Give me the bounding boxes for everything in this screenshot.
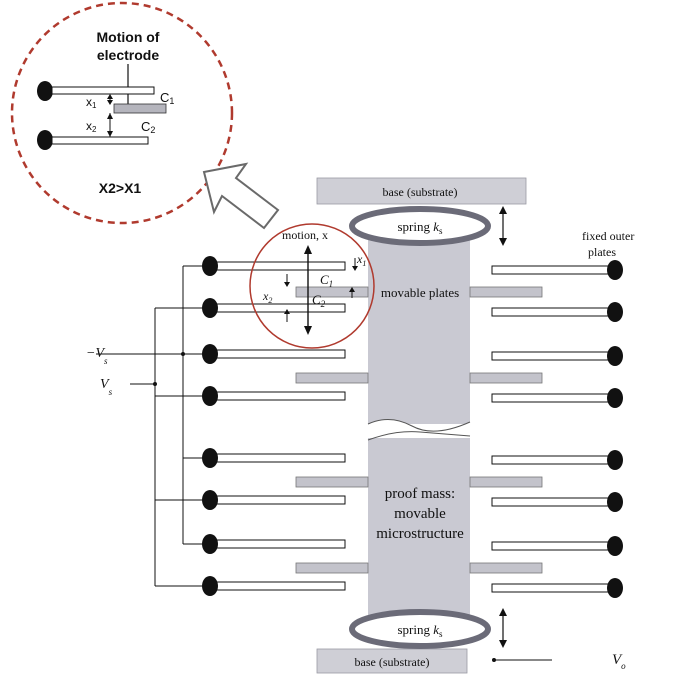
c2-label: C2 (312, 292, 326, 309)
movable-plate-right-1 (469, 286, 543, 298)
inset-top-fixed-plate (51, 86, 155, 95)
proof-mass-label-line3: microstructure (376, 526, 464, 542)
inset-gap2-arrowhead-up (107, 113, 113, 119)
movable-plate-right-3 (469, 476, 543, 488)
fixed-plate-left-8 (202, 576, 346, 596)
fixed-plates-right (491, 260, 623, 598)
fixed-plate-left-2 (202, 298, 346, 318)
proof-mass-lower (368, 438, 470, 626)
inset-magnifier: Motion of electrode x1 x2 C1 C2 X2>X1 (10, 1, 234, 225)
inset-bottom-electrode-ball (37, 130, 53, 150)
inset-title-line2: electrode (97, 47, 159, 63)
inset-movable-plate (113, 103, 167, 114)
proof-mass-upper (368, 222, 470, 424)
base-substrate-bottom (316, 648, 468, 674)
fixed-plate-right-6 (491, 492, 623, 512)
proof-mass-break-lower-edge (367, 431, 471, 441)
magnify-arrow (202, 162, 280, 230)
neg-vs-label: −Vs (86, 346, 108, 366)
base-substrate-bottom-label: base (substrate) (355, 655, 430, 669)
movable-plates (295, 286, 543, 574)
spring-top (349, 206, 491, 246)
fixed-plate-right-7 (491, 536, 623, 556)
movable-plate-right-4 (469, 562, 543, 574)
fixed-plate-left-1 (202, 256, 346, 276)
inset-gap1-arrowhead-up (107, 94, 113, 99)
wiring-node-b (153, 382, 157, 386)
x2-gap-arrows (284, 274, 355, 322)
movable-plate-right-2 (469, 372, 543, 384)
movable-plate-left-3 (295, 476, 369, 488)
inset-gap2-arrowhead-down (107, 131, 113, 137)
output-node (492, 658, 496, 662)
inset-relation: X2>X1 (99, 180, 142, 196)
inset-x2-label: x2 (86, 119, 97, 134)
fixed-plate-right-2 (491, 302, 623, 322)
fixed-plate-left-3 (202, 344, 346, 364)
fixed-plate-left-5 (202, 448, 346, 468)
base-substrate-top-label: base (substrate) (383, 185, 458, 199)
inset-bottom-fixed-plate (51, 136, 149, 145)
inset-title-line1: Motion of (97, 29, 160, 45)
fixed-plate-right-1 (491, 260, 623, 280)
fixed-plate-left-4 (202, 386, 346, 406)
proof-mass-label-line2: movable (394, 506, 446, 522)
motion-arrow (304, 245, 312, 335)
spring-bottom-motion-arrow (499, 608, 507, 648)
inset-gap1-arrowhead-down (107, 100, 113, 105)
fixed-plate-left-6 (202, 490, 346, 510)
proof-mass-break (368, 419, 470, 441)
movable-plates-label: movable plates (381, 285, 459, 300)
spring-top-motion-arrow (499, 206, 507, 246)
inset-c2-label: C2 (141, 119, 155, 135)
pos-vs-label: Vs (100, 377, 113, 397)
wiring (96, 265, 552, 661)
x1-gap-arrows (352, 258, 358, 271)
base-substrate-top (316, 177, 527, 205)
inset-c1-label: C1 (160, 90, 174, 106)
proof-mass-break-upper-edge (367, 419, 471, 432)
fixed-plate-right-5 (491, 450, 623, 470)
fixed-plate-left-7 (202, 534, 346, 554)
movable-plate-left-4 (295, 562, 369, 574)
vo-label: Vo (612, 652, 626, 671)
inset-x1-label: x1 (86, 95, 97, 110)
fixed-outer-plates-label-line2: plates (588, 245, 616, 259)
spring-bottom (349, 609, 491, 649)
spring-top-label: spring ks (397, 219, 443, 236)
fixed-outer-plates-label-line1: fixed outer (582, 229, 634, 243)
callout-circle (249, 223, 375, 349)
fixed-plate-right-8 (491, 578, 623, 598)
fixed-plate-right-3 (491, 346, 623, 366)
motion-label: motion, x (282, 228, 328, 242)
fixed-plate-right-4 (491, 388, 623, 408)
movable-plate-left-2 (295, 372, 369, 384)
inset-top-electrode-ball (37, 81, 53, 101)
spring-bottom-label: spring ks (397, 622, 443, 639)
wiring-node-a (181, 352, 185, 356)
x2-label: x2 (262, 289, 272, 305)
c1-label: C1 (320, 272, 333, 289)
proof-mass-label-line1: proof mass: (385, 486, 455, 502)
x1-label: x1 (356, 252, 366, 268)
fixed-plates-left (202, 256, 346, 596)
movable-plate-left-1 (295, 286, 369, 298)
